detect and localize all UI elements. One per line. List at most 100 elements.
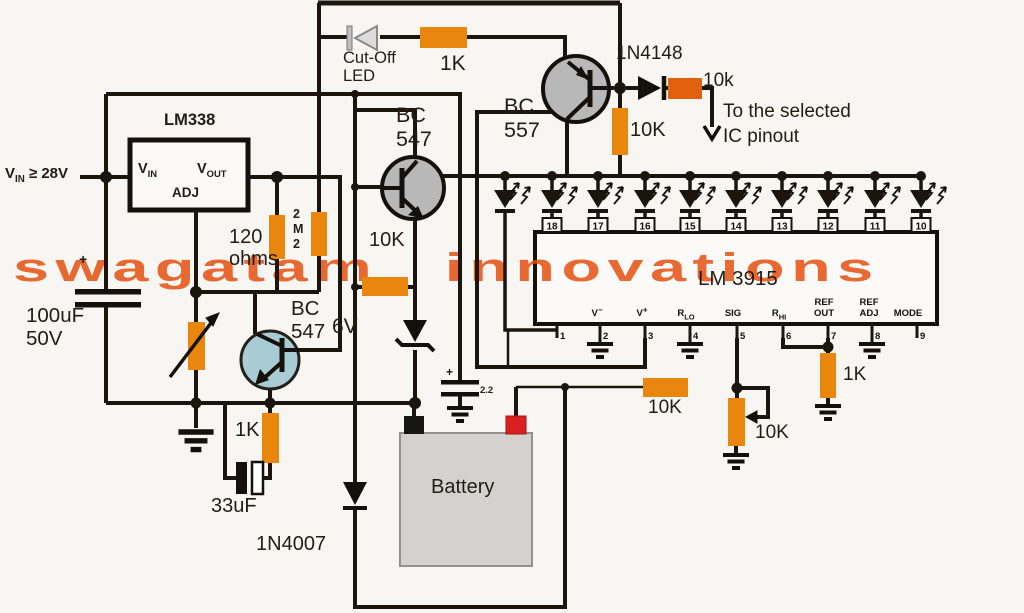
diode-1n4148 [638,76,667,100]
resistor-10k-output [668,78,702,99]
cutoff-led-label: Cut-Off LED [343,49,396,86]
svg-text:OUT: OUT [814,308,834,319]
capacitor-2.2uf [441,380,479,397]
lm338-pin-vin: VIN [138,161,158,179]
lm338-pin-adj: ADJ [172,185,200,200]
transistor-bc547-mid-label: BC 547 [396,103,432,152]
svg-text:2: 2 [603,331,608,342]
led-indicator: 16 [634,171,671,233]
resistor-1k-ref [820,353,836,398]
resistor-1k-top-label: 1K [440,52,466,75]
svg-text:MODE: MODE [894,308,923,319]
cutoff-led-symbol [346,24,378,52]
svg-text:V−: V− [591,306,602,320]
diode-1n4007-label: 1N4007 [256,533,327,555]
resistor-10k-sig-label: 10K [648,397,682,418]
svg-text:5: 5 [740,331,746,342]
ic-pin: 3V+ [636,306,653,343]
svg-text:17: 17 [592,222,604,233]
resistor-10k-bc557 [612,108,628,155]
down-arrow-icon [702,125,722,143]
junction-dots [100,82,834,409]
capacitor-100uf-polarity: + [79,251,88,267]
resistor-10k-output-label: 10k [703,70,734,91]
svg-text:15: 15 [684,222,696,233]
capacitor-100uf-label: 100uF 50V [26,304,85,350]
svg-text:10: 10 [915,222,927,233]
led-indicator: 17 [587,171,624,233]
lm338-title: LM338 [164,111,216,129]
resistor-1k-left-label: 1K [235,419,260,441]
resistor-1k-top [420,27,467,48]
svg-text:12: 12 [822,222,834,233]
svg-text:REF: REF [860,297,879,308]
svg-text:11: 11 [870,222,881,233]
input-voltage-label: VIN ≥ 28V [5,165,69,185]
svg-text:1: 1 [560,331,566,342]
battery-terminal-positive [505,415,527,435]
svg-text:8: 8 [875,331,880,342]
ic-pin: 2V− [585,306,615,359]
led-indicator: 13 [771,171,808,233]
resistor-10k-bc557-label: 10K [630,119,666,141]
ic-lm3915-title: LM 3915 [698,267,778,290]
ic-pin: 5 SIG [725,308,746,342]
transistor-bc557 [541,54,611,124]
svg-text:6: 6 [786,331,791,342]
capacitor-33uf-label: 33uF [211,495,257,517]
svg-text:RHI: RHI [772,308,786,322]
capacitor-2.2-label: 2.2 [480,385,494,396]
resistor-1k-ref-label: 1K [843,364,867,385]
svg-text:RLO: RLO [677,308,694,322]
transistor-bc547-left-label: BC 547 [291,297,326,343]
pinout-note: To the selected IC pinout [723,101,851,147]
preset-pot-10k [728,398,745,446]
svg-text:16: 16 [639,222,651,233]
pot-arrows [168,312,758,424]
led-indicator: 10 [910,171,947,233]
battery [399,415,533,567]
led-indicator: 15 [679,171,716,233]
zener-6v-label: 6V [332,315,358,338]
svg-text:4: 4 [693,331,699,342]
resistor-10k-sig [643,378,688,397]
svg-text:SIG: SIG [725,308,741,319]
transistor-bc547-left [239,329,301,391]
resistor-120-ohms [269,215,285,259]
svg-text:REF: REF [815,297,834,308]
led-indicator: 11 [864,171,901,233]
resistor-10k-mid-label: 10K [369,229,405,251]
resistor-2m2 [311,212,327,256]
ic-lm3915-box [533,230,939,326]
svg-text:3: 3 [648,331,653,342]
svg-text:7: 7 [831,331,836,342]
svg-text:14: 14 [730,222,742,233]
battery-label: Battery [431,476,495,498]
svg-text:V+: V+ [636,306,647,320]
resistor-120-label: 120 ohms [229,226,278,271]
resistor-1k-left [262,413,279,463]
capacitor-33uf [236,460,265,496]
diode-1n4148-label: 1N4148 [616,43,683,64]
transistor-bc547-mid [380,155,446,221]
diode-1n4007 [343,482,367,510]
battery-terminal-negative [404,416,424,434]
watermark-text: swagatam innovations [13,246,880,290]
led-indicator: 18 [541,171,578,233]
ic-pin: 4 RLO [675,308,705,359]
svg-text:18: 18 [546,222,558,233]
resistor-10k-mid [362,277,408,296]
capacitor-100uf [75,289,141,308]
svg-text:9: 9 [920,331,925,342]
led-indicator [494,171,557,367]
led-indicator: 14 [725,171,762,233]
capacitor-2.2-polarity: + [446,365,454,379]
ic-pin: 1 [555,324,566,342]
resistor-2m2-label: 2 M 2 [293,207,304,251]
svg-text:13: 13 [776,222,788,233]
